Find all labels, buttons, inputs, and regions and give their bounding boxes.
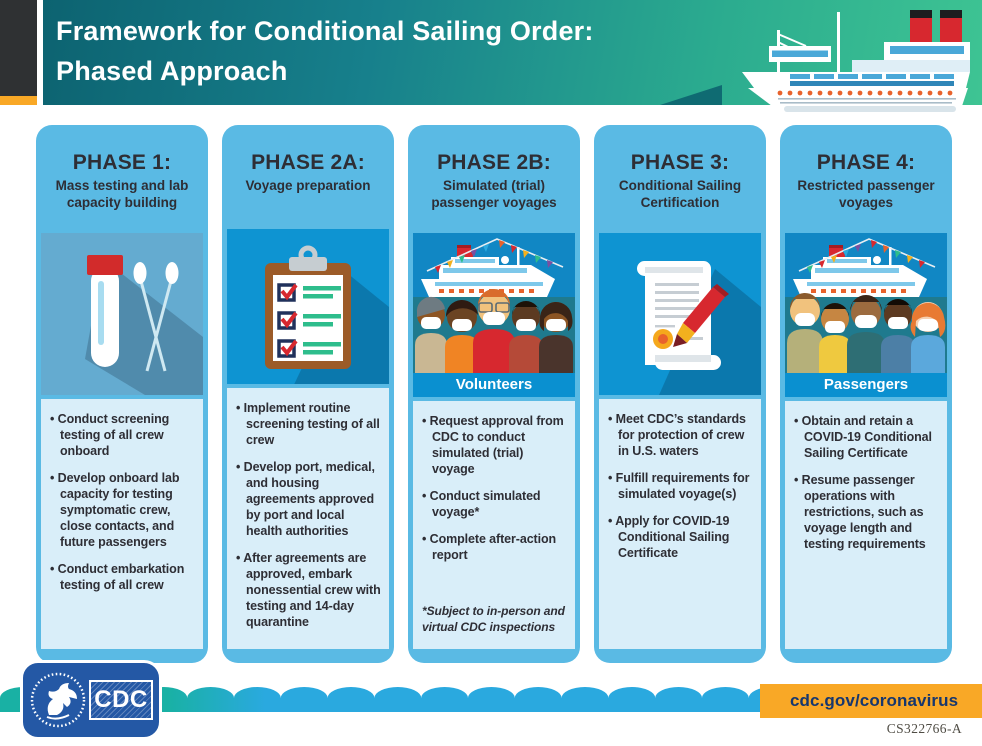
phase-3-header: PHASE 3: Conditional Sailing Certificati…: [599, 125, 761, 233]
bullet-item: Implement routine screening testing of a…: [236, 400, 381, 448]
cruise-ship-icon: [742, 10, 970, 112]
phase-1-title: PHASE 1:: [72, 151, 172, 174]
phase-card-1: PHASE 1: Mass testing and lab capacity b…: [36, 125, 208, 663]
phase-1-bullet-list: Conduct screening testing of all crew on…: [50, 411, 195, 604]
cdc-wordmark: CDC: [89, 680, 153, 720]
cdc-hhs-logo: CDC: [20, 660, 162, 740]
bullet-item: Meet CDC’s standards for protection of c…: [608, 411, 753, 459]
phase-3-body: Meet CDC’s standards for protection of c…: [599, 399, 761, 649]
phase-2a-title: PHASE 2A:: [251, 151, 365, 174]
phase-card-3: PHASE 3: Conditional Sailing Certificati…: [594, 125, 766, 663]
test-tube-and-swabs-icon: [41, 233, 203, 395]
phases-row: PHASE 1: Mass testing and lab capacity b…: [36, 125, 952, 663]
bullet-item: Apply for COVID-19 Conditional Sailing C…: [608, 513, 753, 561]
volunteers-caption: Volunteers: [413, 373, 575, 397]
phase-card-2b: PHASE 2B: Simulated (trial) passenger vo…: [408, 125, 580, 663]
header-ribbon-notch: [660, 85, 722, 105]
phase-4-body: Obtain and retain a COVID-19 Conditional…: [785, 401, 947, 649]
page-title-line2: Phased Approach: [56, 55, 288, 86]
phase-card-2a: PHASE 2A: Voyage preparation: [222, 125, 394, 663]
certificate-scroll-and-pen-icon: [599, 233, 761, 395]
phase-3-bullet-list: Meet CDC’s standards for protection of c…: [608, 411, 753, 572]
document-id: CS322766-A: [886, 721, 962, 736]
bullet-item: Fulfill requirements for simulated voyag…: [608, 470, 753, 502]
bullet-item: Obtain and retain a COVID-19 Conditional…: [794, 413, 939, 461]
phase-4-subtitle: Restricted passenger voyages: [797, 178, 935, 210]
wave-divider: [0, 687, 982, 712]
phase-2b-title: PHASE 2B:: [437, 151, 551, 174]
phase-2b-body: Request approval from CDC to conduct sim…: [413, 401, 575, 649]
phase-2a-header: PHASE 2A: Voyage preparation: [227, 125, 389, 229]
phase-4-title: PHASE 4:: [816, 151, 916, 174]
phase-1-body: Conduct screening testing of all crew on…: [41, 399, 203, 649]
phase-2a-bullet-list: Implement routine screening testing of a…: [236, 400, 381, 641]
clipboard-checklist-icon: [227, 229, 389, 384]
phase-3-subtitle: Conditional Sailing Certification: [618, 178, 742, 210]
bullet-item: Conduct simulated voyage*: [422, 488, 567, 520]
left-edge-bar: [0, 0, 37, 105]
bullet-item: Conduct embarkation testing of all crew: [50, 561, 195, 593]
left-edge-gap: [37, 0, 43, 105]
bullet-item: Resume passenger operations with restric…: [794, 472, 939, 552]
bullet-item: Request approval from CDC to conduct sim…: [422, 413, 567, 477]
phase-2b-subtitle: Simulated (trial) passenger voyages: [431, 178, 557, 210]
cdc-url-banner: cdc.gov/coronavirus: [760, 684, 982, 718]
phase-2b-footnote: *Subject to in-person and virtual CDC in…: [422, 604, 565, 634]
phase-2b-bullet-list: Request approval from CDC to conduct sim…: [422, 413, 567, 574]
phase-3-title: PHASE 3:: [630, 151, 730, 174]
bullet-item: After agreements are approved, embark no…: [236, 550, 381, 630]
phase-1-header: PHASE 1: Mass testing and lab capacity b…: [41, 125, 203, 233]
page-title-line1: Framework for Conditional Sailing Order:: [56, 16, 594, 46]
bullet-item: Develop port, medical, and housing agree…: [236, 459, 381, 539]
bullet-item: Conduct screening testing of all crew on…: [50, 411, 195, 459]
phase-2b-header: PHASE 2B: Simulated (trial) passenger vo…: [413, 125, 575, 233]
cruise-ship-with-passengers-icon: [785, 233, 947, 373]
passengers-caption: Passengers: [785, 373, 947, 397]
left-edge-orange-accent: [0, 96, 37, 105]
phase-card-4: PHASE 4: Restricted passenger voyages: [780, 125, 952, 663]
header-band: Framework for Conditional Sailing Order:…: [0, 0, 982, 112]
bullet-item: Complete after-action report: [422, 531, 567, 563]
cruise-ship-with-volunteers-icon: [413, 233, 575, 373]
phase-4-bullet-list: Obtain and retain a COVID-19 Conditional…: [794, 413, 939, 563]
phase-2a-subtitle: Voyage preparation: [245, 178, 371, 193]
phase-4-header: PHASE 4: Restricted passenger voyages: [785, 125, 947, 233]
bullet-item: Develop onboard lab capacity for testing…: [50, 470, 195, 550]
page-title: Framework for Conditional Sailing Order:…: [56, 12, 594, 92]
phase-2a-body: Implement routine screening testing of a…: [227, 388, 389, 649]
phase-1-subtitle: Mass testing and lab capacity building: [55, 178, 189, 210]
hhs-seal-icon: [29, 671, 87, 729]
